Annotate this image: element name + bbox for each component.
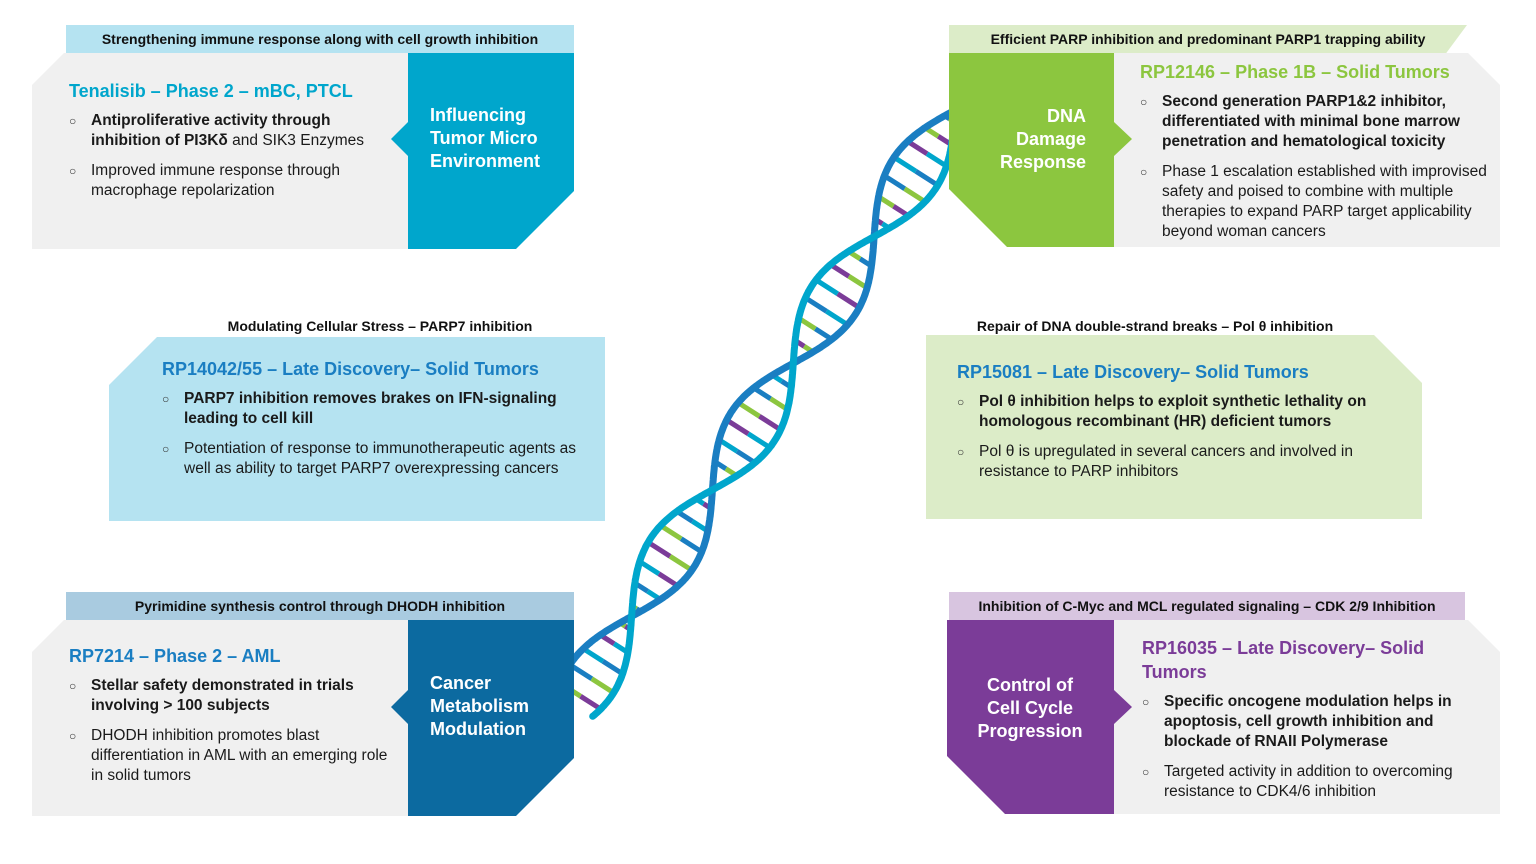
title-mid-right: RP15081 – Late Discovery– Solid Tumors (957, 362, 1309, 382)
header-top-right: Efficient PARP inhibition and predominan… (949, 25, 1467, 53)
header-bottom-left: Pyrimidine synthesis control through DHO… (66, 592, 574, 620)
dna-strand-b (589, 106, 959, 720)
title-mid-left: RP14042/55 – Late Discovery– Solid Tumor… (162, 359, 539, 379)
label-top-left: Influencing Tumor Micro Environment (430, 105, 541, 171)
title-bottom-left: RP7214 – Phase 2 – AML (69, 646, 281, 666)
header-bottom-right: Inhibition of C-Myc and MCL regulated si… (949, 592, 1465, 620)
header-mid-left: Modulating Cellular Stress – PARP7 inhib… (227, 318, 533, 334)
bullet-top-right-2: Phase 1 escalation established with impr… (1140, 162, 1492, 242)
bullet-top-left-1: Antiproliferative activity through inhib… (69, 111, 399, 151)
label-top-right: DNA Damage Response (999, 106, 1086, 172)
header-mid-right: Repair of DNA double-strand breaks – Pol… (976, 318, 1334, 334)
title-top-right: RP12146 – Phase 1B – Solid Tumors (1140, 62, 1450, 82)
bullet-bottom-left-2: DHODH inhibition promotes blast differen… (69, 726, 399, 786)
bullet-top-left-2: Improved immune response through macroph… (69, 161, 399, 201)
label-bottom-right: Control of Cell Cycle Progression (977, 675, 1083, 741)
bullet-mid-right-1: Pol θ inhibition helps to exploit synthe… (957, 392, 1397, 432)
bullet-top-right-1: Second generation PARP1&2 inhibitor, dif… (1140, 92, 1492, 152)
title-bottom-right: RP16035 – Late Discovery– Solid Tumors (1142, 638, 1425, 682)
bullet-bottom-right-2: Targeted activity in addition to overcom… (1142, 762, 1492, 802)
bullet-bottom-left-1: Stellar safety demonstrated in trials in… (69, 676, 399, 716)
label-bottom-left: Cancer Metabolism Modulation (430, 673, 530, 739)
panel-bottom-left: RP7214 – Phase 2 – AML Stellar safety de… (32, 620, 408, 816)
panel-mid-left: RP14042/55 – Late Discovery– Solid Tumor… (109, 337, 605, 521)
bullet-mid-right-2: Pol θ is upregulated in several cancers … (957, 442, 1397, 482)
panel-top-left: Tenalisib – Phase 2 – mBC, PTCL Antiprol… (32, 53, 408, 249)
panel-bottom-right: RP16035 – Late Discovery– Solid Tumors S… (1114, 620, 1500, 814)
bullet-mid-left-2: Potentiation of response to immunotherap… (162, 439, 592, 479)
panel-top-right: RP12146 – Phase 1B – Solid Tumors Second… (1114, 53, 1500, 247)
title-top-left: Tenalisib – Phase 2 – mBC, PTCL (69, 81, 353, 101)
header-top-left: Strengthening immune response along with… (66, 25, 574, 53)
bullet-mid-left-1: PARP7 inhibition removes brakes on IFN-s… (162, 389, 592, 429)
dna-strand-a (553, 106, 959, 698)
panel-mid-right: RP15081 – Late Discovery– Solid Tumors P… (926, 335, 1422, 519)
bullet-bottom-right-1: Specific oncogene modulation helps in ap… (1142, 692, 1492, 752)
